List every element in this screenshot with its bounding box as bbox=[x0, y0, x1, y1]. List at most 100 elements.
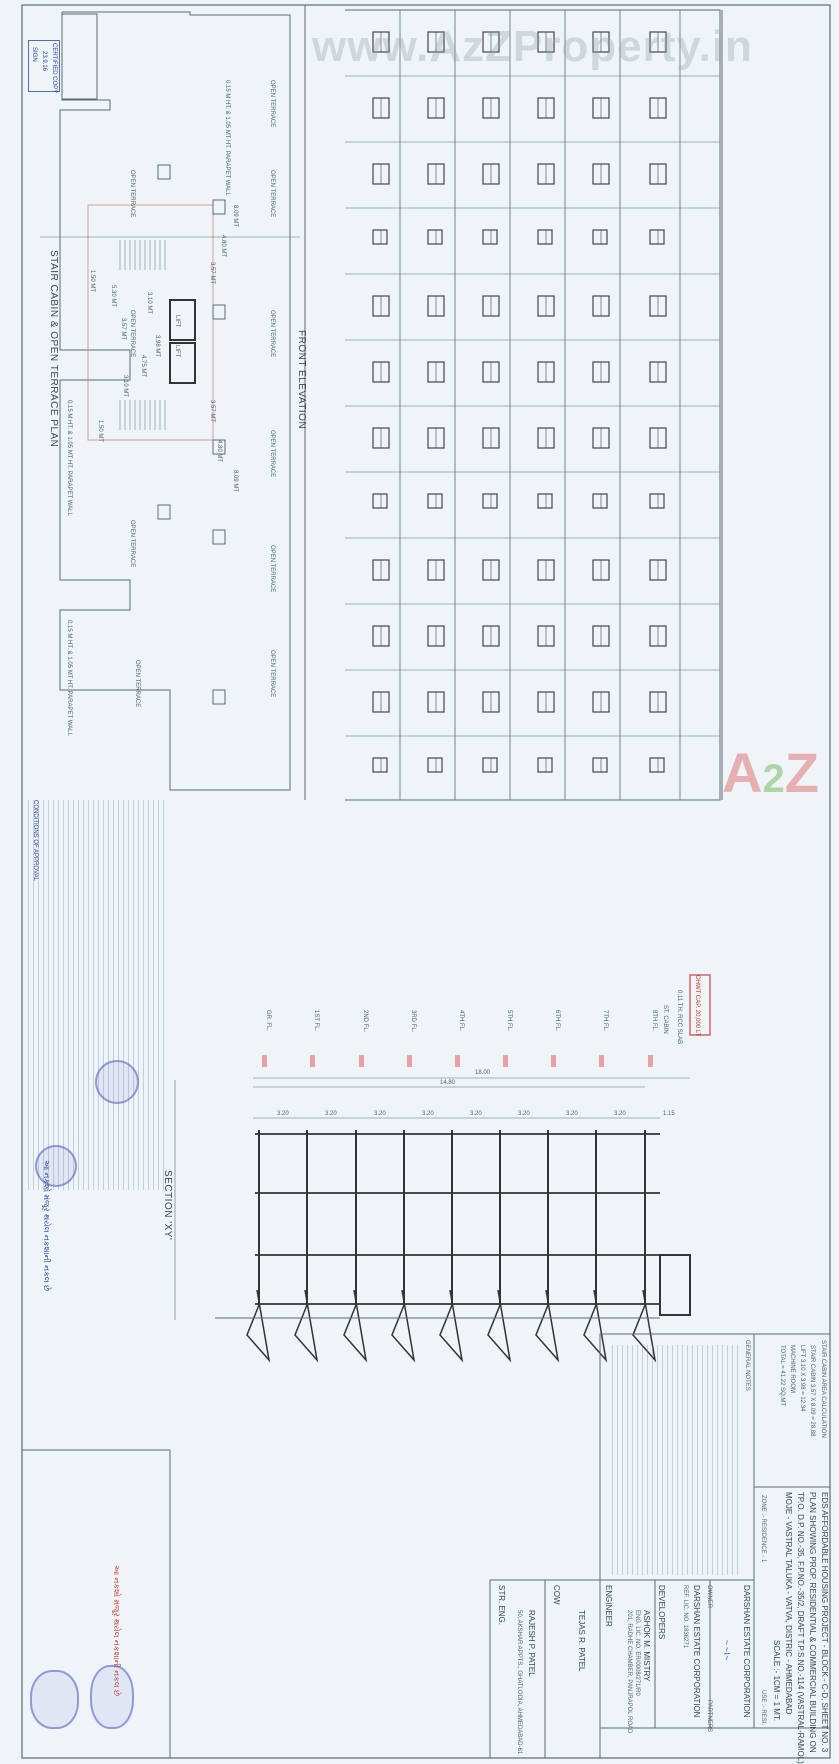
stair-flight bbox=[487, 1289, 512, 1363]
parapet-label: 0.15 M HT. & 1.05 MT HT. PARAPET WALL bbox=[224, 80, 230, 196]
water-tank bbox=[689, 974, 711, 1036]
window bbox=[482, 493, 498, 509]
window bbox=[537, 493, 553, 509]
stair-flight bbox=[535, 1289, 560, 1363]
engineer-label: ENGINEER bbox=[604, 1585, 613, 1627]
stair-flight bbox=[391, 1289, 416, 1363]
watermark: www.AzZProperty.in bbox=[312, 22, 753, 71]
plan-dimension: 1.50 MT bbox=[97, 420, 103, 443]
open-terrace-label: OPEN TERRACE bbox=[269, 650, 275, 698]
str-engineer-address: 50, AKSHAR APPTS., GHATLODIA, AHMEDABAD-… bbox=[516, 1610, 522, 1755]
stair-flight bbox=[246, 1289, 271, 1363]
floor-level-label: 3RD FL. bbox=[410, 1010, 416, 1033]
owner-signature: ~ ~⌇~ bbox=[722, 1640, 731, 1661]
section-dimension: 3.20 bbox=[374, 1111, 386, 1117]
plan-dimension: 4.80 MT bbox=[216, 440, 222, 463]
plan-dimension: 3.10 MT bbox=[146, 292, 152, 315]
open-terrace-label: OPEN TERRACE bbox=[129, 310, 135, 358]
level-marker bbox=[310, 1055, 315, 1067]
area-row: TOTAL = 41.22 SQ.MT bbox=[779, 1345, 785, 1407]
floor-level-label: GR. FL. bbox=[265, 1010, 271, 1032]
plan-dimension: 3.57 MT bbox=[209, 262, 215, 285]
window bbox=[427, 757, 443, 773]
floor-level-label: 7TH FL. bbox=[602, 1010, 608, 1032]
duct-symbol bbox=[212, 689, 226, 705]
plan-title: STAIR CABIN & OPEN TERRACE PLAN bbox=[48, 250, 59, 448]
parapet-label: 0.15 M HT. & 1.05 MT HT. PARAPET WALL bbox=[66, 620, 72, 736]
window bbox=[592, 493, 608, 509]
lift-label: LIFT bbox=[174, 345, 180, 358]
duct-symbol bbox=[212, 529, 226, 545]
authority-seal bbox=[90, 1665, 134, 1729]
open-terrace-label: OPEN TERRACE bbox=[269, 170, 275, 218]
authority-seal bbox=[30, 1670, 79, 1729]
stair-flight bbox=[439, 1289, 464, 1363]
open-terrace-label: OPEN TERRACE bbox=[134, 660, 140, 708]
section-dimension: 3.20 bbox=[422, 1111, 434, 1117]
stair-cabin-section bbox=[659, 1254, 691, 1316]
general-notes-text bbox=[612, 1345, 742, 1575]
scale: SCALE :- 1CM = 1 MT. bbox=[772, 1640, 781, 1722]
duct-symbol bbox=[212, 304, 226, 320]
owner-label: OWNER bbox=[706, 1585, 712, 1608]
cow-label: COW bbox=[552, 1585, 561, 1605]
window bbox=[427, 229, 443, 245]
certified-copy-stamp: CERTIFIED COPY 23.9.16 SIGN bbox=[28, 40, 60, 93]
duct-symbol bbox=[212, 439, 226, 455]
level-marker bbox=[407, 1055, 412, 1067]
window bbox=[372, 757, 388, 773]
open-terrace-label: OPEN TERRACE bbox=[269, 545, 275, 593]
plan-dimension: 8.09 MT bbox=[232, 470, 238, 493]
area-row: LIFT 3.10 X 3.98 = 12.34 bbox=[799, 1345, 805, 1412]
level-marker bbox=[359, 1055, 364, 1067]
plan-dimension: 8.09 MT bbox=[232, 205, 238, 228]
floor-level-label: 4TH FL. bbox=[458, 1010, 464, 1032]
approval-seal bbox=[35, 1145, 77, 1187]
st-cabin-label: ST. CABIN bbox=[662, 1005, 668, 1034]
plan-dimension: 3.57 MT bbox=[209, 400, 215, 423]
terrace-outline bbox=[59, 11, 291, 791]
stair-cabin-outline bbox=[87, 204, 214, 441]
window bbox=[427, 493, 443, 509]
stair-flight bbox=[632, 1289, 657, 1363]
sheet-border bbox=[21, 4, 831, 1759]
engineer-license: ENG. LIC. NO. ER/0008/271/R0 bbox=[634, 1610, 640, 1696]
str-engineer-name: RAJESH P. PATEL bbox=[527, 1610, 536, 1677]
area-calc-heading: STAIR CABIN AREA CALCULATION bbox=[820, 1340, 826, 1438]
developers-label: DEVELOPERS bbox=[657, 1585, 666, 1640]
elevation-title: FRONT ELEVATION bbox=[296, 330, 307, 430]
window bbox=[649, 229, 665, 245]
open-terrace-label: OPEN TERRACE bbox=[269, 310, 275, 358]
window bbox=[372, 229, 388, 245]
developer-firm: DARSHAN ESTATE CORPORATION bbox=[692, 1585, 701, 1718]
approval-conditions-text bbox=[28, 800, 168, 1190]
approval-seal bbox=[95, 1060, 139, 1104]
open-terrace-label: OPEN TERRACE bbox=[129, 170, 135, 218]
moje: MOJE - VASTRAL TALUKA - VATVA, DISTRIC -… bbox=[784, 1492, 793, 1715]
plan-dimension: 4.80 MT bbox=[220, 235, 226, 258]
general-notes-heading: GENERAL NOTES bbox=[744, 1340, 750, 1391]
water-tank-label: OHWT CAP. 20,000 LT bbox=[694, 975, 700, 1037]
level-marker bbox=[503, 1055, 508, 1067]
window bbox=[592, 229, 608, 245]
approval-heading: CONDITIONS OF APPROVAL bbox=[32, 800, 38, 881]
window bbox=[537, 757, 553, 773]
plan-dimension: 4.75 MT bbox=[140, 355, 146, 378]
duct-symbol bbox=[157, 164, 171, 180]
parapet-label: 0.15 M HT. & 1.05 MT HT. PARAPET WALL bbox=[66, 400, 72, 516]
window bbox=[482, 229, 498, 245]
window bbox=[482, 757, 498, 773]
window bbox=[592, 757, 608, 773]
plan-dimension: 3.10 MT bbox=[122, 375, 128, 398]
consultants-block bbox=[489, 1579, 601, 1759]
zone: ZONE :- RESIDENCE - 1 bbox=[760, 1495, 766, 1563]
duct-symbol bbox=[157, 504, 171, 520]
plan-showing: PLAN SHOWING PROP. RESIDENTIAL & COMMERC… bbox=[808, 1492, 817, 1753]
section-dimension: 3.20 bbox=[277, 1111, 289, 1117]
slab-label: 0.11 TH. RCC SLAB bbox=[676, 990, 682, 1045]
window bbox=[372, 493, 388, 509]
window bbox=[649, 757, 665, 773]
floor-level-label: 2ND FL. bbox=[362, 1010, 368, 1033]
project-title: EDS AFFORDABLE HOUSING PROJECT - BLOCK -… bbox=[820, 1492, 829, 1753]
area-row: STAIR CABIN 3.57 X 8.09 = 28.88 bbox=[809, 1345, 815, 1437]
